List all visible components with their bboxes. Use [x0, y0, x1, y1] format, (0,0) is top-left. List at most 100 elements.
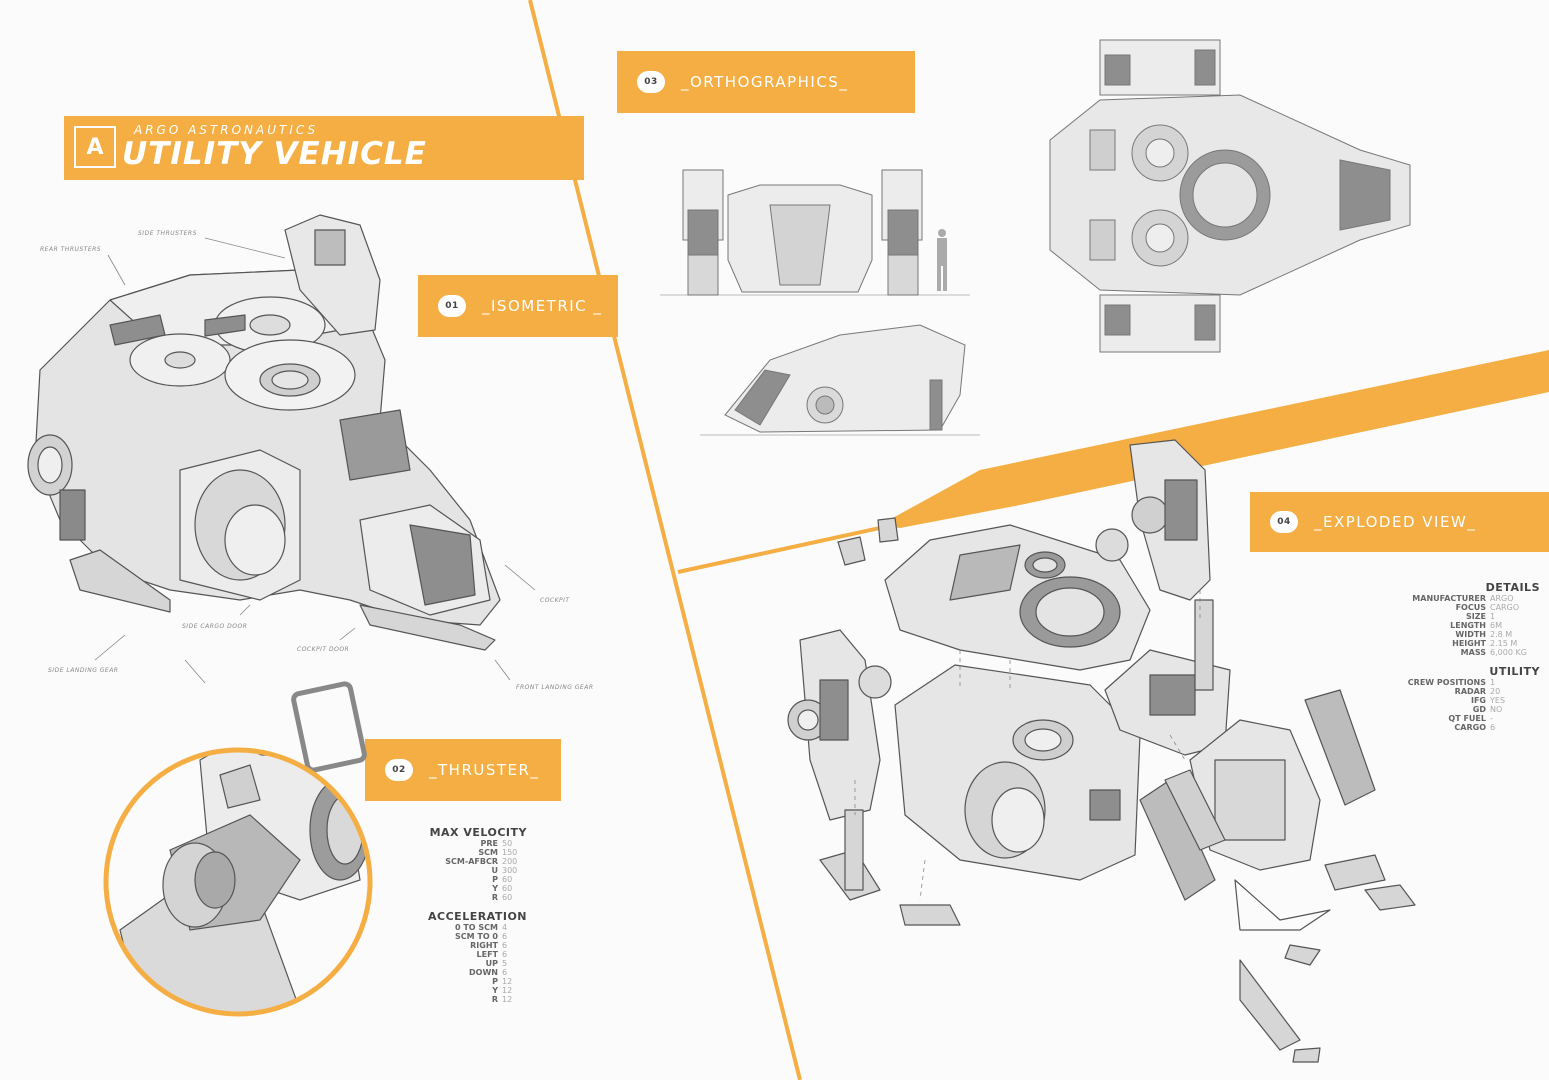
stat-key: QT FUEL: [1448, 714, 1486, 723]
stat-row: SIZE 1: [1400, 612, 1540, 621]
stat-row: R 12: [418, 995, 528, 1004]
section-exploded-banner: 04 _EXPLODED VIEW_: [1250, 492, 1549, 552]
stat-key: RADAR: [1454, 687, 1486, 696]
stat-row: SCM 150: [418, 848, 528, 857]
stat-key: Y: [492, 986, 498, 995]
stat-key: CREW POSITIONS: [1407, 678, 1486, 687]
stat-value: 6: [502, 950, 508, 959]
stat-value: 150: [502, 848, 518, 857]
stat-value: YES: [1490, 696, 1506, 705]
stat-row: IFG YES: [1400, 696, 1540, 705]
stat-key: UP: [485, 959, 498, 968]
stat-value: 60: [502, 893, 513, 902]
stat-key: P: [492, 875, 498, 884]
section-label: _EXPLODED VIEW_: [1314, 513, 1477, 531]
stat-value: NO: [1490, 705, 1503, 714]
stat-key: SIZE: [1465, 612, 1486, 621]
stat-value: 6: [502, 968, 508, 977]
section-label: _THRUSTER_: [429, 761, 540, 779]
stat-key: R: [491, 995, 498, 1004]
stat-value: 1: [1490, 678, 1496, 687]
stat-key: SCM-AFBCR: [445, 857, 498, 866]
stat-key: PRE: [480, 839, 499, 848]
stat-key: LENGTH: [1450, 621, 1486, 630]
stat-value: 6M: [1490, 621, 1502, 630]
stat-row: Y 12: [418, 986, 528, 995]
stat-row: CREW POSITIONS 1: [1400, 678, 1540, 687]
utility-heading: UTILITY: [1489, 665, 1540, 678]
stat-row: MASS 6,000 KG: [1400, 648, 1540, 657]
section-thruster-banner: 02 _THRUSTER_: [365, 739, 561, 801]
stat-value: ARGO: [1490, 594, 1514, 603]
stat-key: SCM TO 0: [455, 932, 498, 941]
stat-value: 60: [502, 884, 513, 893]
stat-value: 6: [1490, 723, 1496, 732]
vehicle-title: UTILITY VEHICLE: [122, 136, 427, 172]
stat-value: 6,000 KG: [1490, 648, 1527, 657]
stat-value: 2.8 M: [1490, 630, 1513, 639]
stat-key: GD: [1472, 705, 1486, 714]
callout-side-cargo-door: SIDE CARGO DOOR: [182, 623, 248, 630]
stat-value: 12: [502, 995, 513, 1004]
section-label: _ISOMETRIC _: [482, 297, 603, 315]
stat-key: CARGO: [1454, 723, 1486, 732]
stat-value: 6: [502, 941, 508, 950]
stat-value: 5: [502, 959, 508, 968]
callout-front-landing-gear: FRONT LANDING GEAR: [516, 684, 594, 691]
stat-row: GD NO: [1400, 705, 1540, 714]
stat-value: CARGO: [1490, 603, 1520, 612]
section-number: 04: [1270, 511, 1298, 533]
stat-key: 0 TO SCM: [455, 923, 498, 932]
stat-value: 1: [1490, 612, 1496, 621]
stat-row: FOCUS CARGO: [1400, 603, 1540, 612]
callout-side-thrusters: SIDE THRUSTERS: [138, 230, 197, 237]
stat-key: SCM: [478, 848, 498, 857]
argo-logo-icon: A: [74, 126, 116, 168]
stat-row: RIGHT 6: [418, 941, 528, 950]
stat-key: WIDTH: [1455, 630, 1486, 639]
stat-row: UP 5: [418, 959, 528, 968]
stat-key: MASS: [1460, 648, 1486, 657]
section-label: _ORTHOGRAPHICS_: [681, 73, 849, 91]
section-number: 01: [438, 295, 466, 317]
stat-value: 12: [502, 986, 513, 995]
stat-key: MANUFACTURER: [1412, 594, 1486, 603]
stat-value: 20: [1490, 687, 1501, 696]
stat-value: 2.15 M: [1490, 639, 1518, 648]
stat-row: 0 TO SCM 4: [418, 923, 528, 932]
stat-value: 300: [502, 866, 518, 875]
stat-value: 4: [502, 923, 508, 932]
section-orthographics-banner: 03 _ORTHOGRAPHICS_: [617, 51, 915, 113]
stat-value: 50: [502, 839, 513, 848]
stat-key: LEFT: [476, 950, 498, 959]
callout-side-landing-gear: SIDE LANDING GEAR: [48, 667, 119, 674]
callout-cockpit-door: COCKPIT DOOR: [297, 646, 350, 653]
stat-row: QT FUEL-: [1400, 714, 1540, 723]
stat-key: IFG: [1470, 696, 1486, 705]
section-isometric-banner: 01 _ISOMETRIC _: [418, 275, 618, 337]
stat-value: -: [1490, 714, 1493, 723]
stat-key: RIGHT: [470, 941, 498, 950]
stat-value: 12: [502, 977, 513, 986]
stat-row: LENGTH 6M: [1400, 621, 1540, 630]
stat-row: LEFT 6: [418, 950, 528, 959]
section-number: 03: [637, 71, 665, 93]
stat-row: MANUFACTURER ARGO: [1400, 594, 1540, 603]
stat-key: FOCUS: [1455, 603, 1486, 612]
stat-row: CARGO 6: [1400, 723, 1540, 732]
section-number: 02: [385, 759, 413, 781]
acceleration-heading: ACCELERATION: [428, 910, 527, 923]
